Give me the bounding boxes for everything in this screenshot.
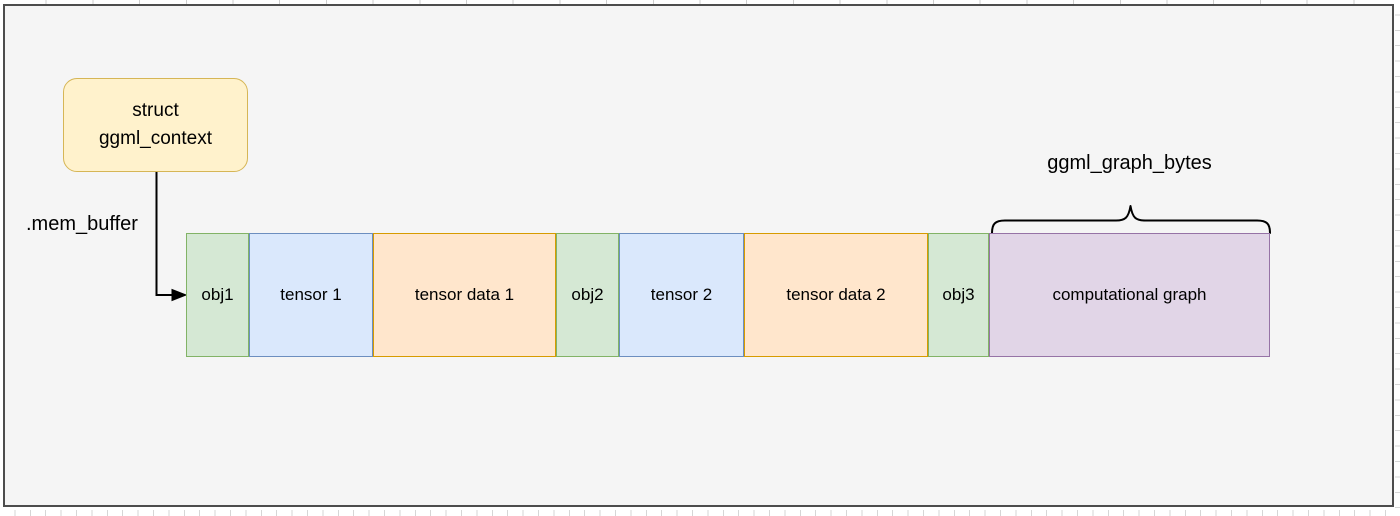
context-box-label-line2: ggml_context — [98, 128, 212, 149]
context-box-label-line1: struct — [132, 100, 179, 121]
memory-segment-label: tensor 2 — [650, 285, 713, 304]
memory-bar: obj1 tensor 1 tensor data 1 obj2 tensor 2 ten… — [186, 233, 1270, 357]
memory-segment-label: obj3 — [942, 285, 975, 304]
ggml-graph-bytes-label: ggml_graph_bytes — [1047, 152, 1212, 174]
memory-segment-label: obj2 — [571, 285, 604, 304]
memory-segment-tensor-1: tensor 1 — [249, 233, 373, 357]
mem-buffer-label: .mem_buffer — [26, 213, 138, 235]
memory-segment-tensor-data-1: tensor data 1 — [373, 233, 556, 357]
memory-segment-obj2: obj2 — [556, 233, 619, 357]
memory-segment-label: computational graph — [1052, 285, 1207, 304]
memory-segment-obj1: obj1 — [186, 233, 249, 357]
memory-segment-label: obj1 — [201, 285, 234, 304]
memory-segment-label: tensor 1 — [280, 285, 342, 304]
ruler-ticks-right — [1395, 0, 1400, 516]
memory-segment-tensor-2: tensor 2 — [619, 233, 744, 357]
memory-segment-tensor-data-2: tensor data 2 — [744, 233, 928, 357]
memory-segment-label: tensor data 2 — [786, 285, 886, 304]
memory-segment-label: tensor data 1 — [414, 285, 515, 304]
memory-segment-computational-graph: computational graph — [989, 233, 1270, 357]
struct-ggml-context-box: struct ggml_context — [63, 78, 248, 172]
ruler-ticks-bottom — [0, 510, 1400, 516]
memory-segment-obj3: obj3 — [928, 233, 989, 357]
ruler-ticks-top — [0, 0, 1400, 4]
